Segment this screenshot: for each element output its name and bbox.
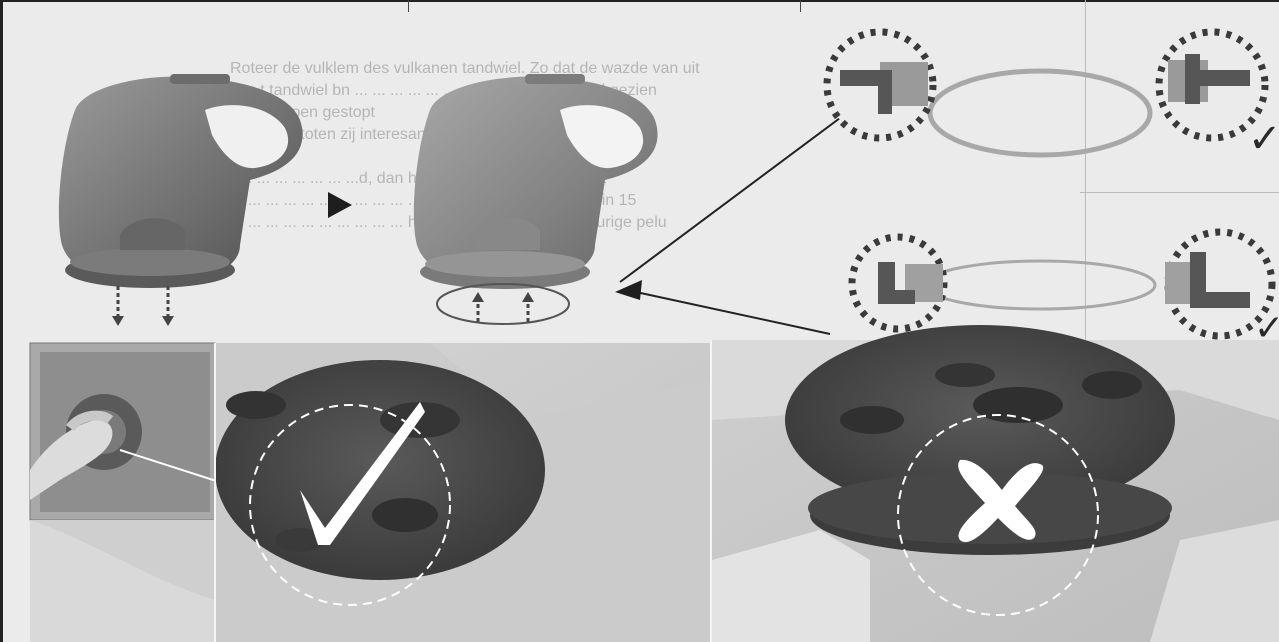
clip-detail-top: ✓ (827, 32, 1279, 162)
callout-pointer-icon (615, 280, 642, 300)
next-step-arrow-icon (328, 192, 352, 218)
check-mark-icon: ✓ (1248, 116, 1279, 162)
steam-head-illustration-left (59, 74, 303, 326)
steam-head-illustration-middle (414, 74, 840, 334)
photo-incorrect-seating (712, 325, 1279, 642)
